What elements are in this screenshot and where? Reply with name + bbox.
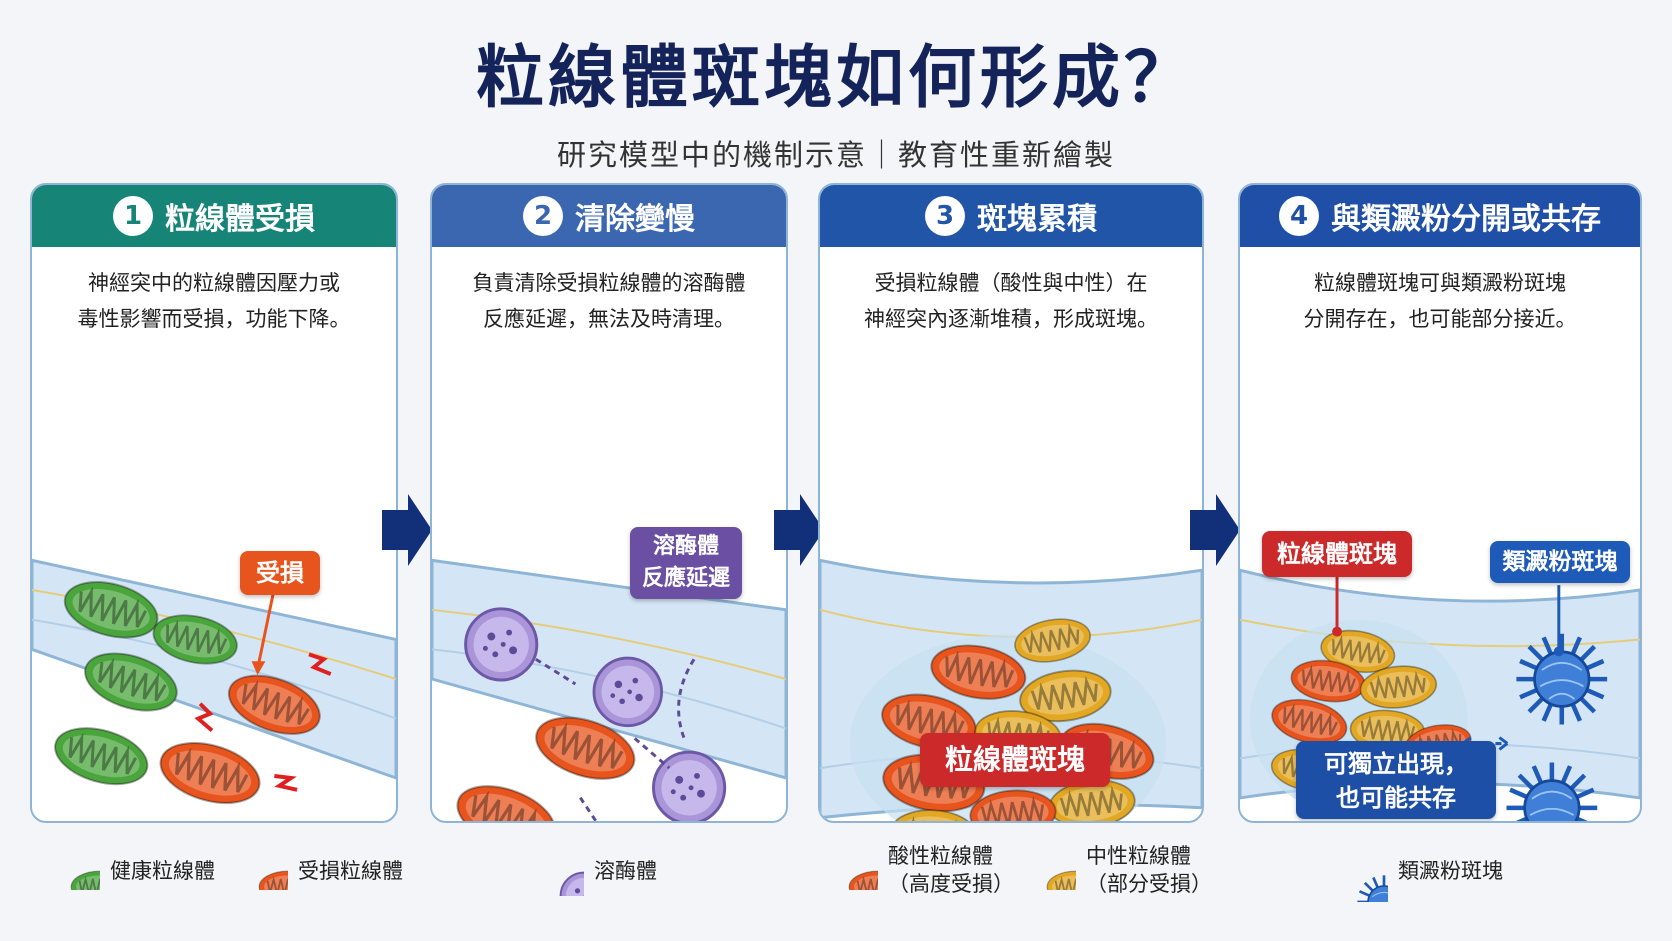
- lysosome-delay-line1: 溶酶體: [652, 534, 719, 559]
- panel-4-title: 與類澱粉分開或共存: [1331, 202, 1601, 237]
- panel-3-header: 3 斑塊累積: [820, 185, 1202, 247]
- panel-2-title: 清除變慢: [575, 202, 695, 237]
- mito-plaque-tag-2: 粒線體斑塊: [1262, 531, 1412, 577]
- amyloid-plaque-icon: [1316, 838, 1388, 902]
- page-title: 粒線體斑塊如何形成？: [475, 39, 1196, 118]
- panel-1-illustration: [32, 558, 396, 816]
- damage-spark-icon: [274, 774, 298, 792]
- legend-damaged: 受損粒線體: [228, 850, 403, 890]
- lysosome-icon: [532, 844, 584, 896]
- lysosome-delay-line2: 反應延遲: [641, 566, 730, 591]
- panel-1-header: 1 粒線體受損: [32, 185, 396, 247]
- damaged-mito-icon: [228, 850, 288, 890]
- legend-healthy: 健康粒線體: [40, 850, 215, 890]
- legend-acidic-line2: （高度受損）: [888, 872, 1014, 896]
- legend-lysosome-label: 溶酶體: [594, 859, 657, 883]
- amyloid-plaque-1: [1516, 634, 1607, 725]
- panel-2-desc-line2: 反應延遲，無法及時清理。: [483, 307, 735, 331]
- mito-plaque-tag: 粒線體斑塊: [920, 733, 1110, 787]
- neutral-mito-icon: [1016, 850, 1076, 890]
- amyloid-plaque-tag: 類澱粉斑塊: [1490, 541, 1630, 583]
- lysosome-delay-tag: 溶酶體 反應延遲: [630, 527, 742, 599]
- panel-1-title: 粒線體受損: [165, 202, 315, 237]
- legend-amyloid: 類澱粉斑塊: [1316, 838, 1503, 902]
- panel-3: 3 斑塊累積 受損粒線體（酸性與中性）在 神經突內逐漸堆積，形成斑塊。 粒線體斑…: [818, 183, 1204, 823]
- arrow-right-icon: [382, 494, 432, 566]
- legend-healthy-label: 健康粒線體: [110, 859, 215, 883]
- panel-4-header: 4 與類澱粉分開或共存: [1240, 185, 1640, 247]
- healthy-mito-4: [47, 716, 156, 796]
- panel-1-number: 1: [113, 196, 153, 236]
- panel-3-desc-line2: 神經突內逐漸堆積，形成斑塊。: [864, 307, 1158, 331]
- panel-4-number: 4: [1279, 196, 1319, 236]
- panel-4-desc-line1: 粒線體斑塊可與類澱粉斑塊: [1314, 271, 1566, 295]
- panel-1-description: 神經突中的粒線體因壓力或 毒性影響而受損，功能下降。: [32, 247, 396, 357]
- panel-4: 4 與類澱粉分開或共存 粒線體斑塊可與類澱粉斑塊 分開存在，也可能部分接近。 粒…: [1238, 183, 1642, 823]
- legend-damaged-label: 受損粒線體: [298, 859, 403, 883]
- healthy-mito-icon: [40, 850, 100, 890]
- panel-2-description: 負責清除受損粒線體的溶酶體 反應延遲，無法及時清理。: [432, 247, 786, 357]
- damaged-mito-b: [447, 772, 566, 821]
- legend-neutral: 中性粒線體 （部分受損）: [1016, 842, 1212, 898]
- legend-amyloid-label: 類澱粉斑塊: [1398, 859, 1503, 883]
- panel-3-description: 受損粒線體（酸性與中性）在 神經突內逐漸堆積，形成斑塊。: [820, 247, 1202, 357]
- arrow-right-icon: [1190, 494, 1240, 566]
- panel-2-header: 2 清除變慢: [432, 185, 786, 247]
- acidic-mito-icon: [818, 850, 878, 890]
- legend-acidic: 酸性粒線體 （高度受損）: [818, 842, 1014, 898]
- coexist-line2: 也可能共存: [1336, 784, 1456, 812]
- coexist-tag: 可獨立出現， 也可能共存: [1296, 741, 1496, 819]
- lysosome-2: [592, 656, 664, 728]
- page-subtitle: 研究模型中的機制示意｜教育性重新繪製: [556, 138, 1115, 172]
- damage-spark-icon: [308, 652, 332, 676]
- legend-acidic-line1: 酸性粒線體: [888, 844, 993, 868]
- panel-1-desc-line2: 毒性影響而受損，功能下降。: [77, 307, 351, 331]
- legend-neutral-line2: （部分受損）: [1086, 872, 1212, 896]
- panel-3-desc-line1: 受損粒線體（酸性與中性）在: [874, 271, 1148, 295]
- panel-4-description: 粒線體斑塊可與類澱粉斑塊 分開存在，也可能部分接近。: [1240, 247, 1640, 357]
- legend-lysosome: 溶酶體: [532, 844, 657, 896]
- coexist-line1: 可獨立出現，: [1324, 750, 1468, 778]
- arrow-right-icon: [774, 494, 824, 566]
- damage-tag: 受損: [240, 551, 320, 595]
- panel-2: 2 清除變慢 負責清除受損粒線體的溶酶體 反應延遲，無法及時清理。 溶酶體 反應…: [430, 183, 788, 823]
- panel-3-title: 斑塊累積: [977, 202, 1097, 237]
- damaged-mito-2: [151, 730, 269, 816]
- panel-2-number: 2: [523, 196, 563, 236]
- legend-neutral-line1: 中性粒線體: [1086, 844, 1191, 868]
- panel-3-number: 3: [925, 196, 965, 236]
- panel-4-desc-line2: 分開存在，也可能部分接近。: [1303, 307, 1577, 331]
- panel-1: 1 粒線體受損 神經突中的粒線體因壓力或 毒性影響而受損，功能下降。 受損: [30, 183, 398, 823]
- lysosome-1: [464, 607, 539, 682]
- damage-spark-icon: [194, 702, 214, 732]
- panel-1-desc-line1: 神經突中的粒線體因壓力或: [88, 271, 340, 295]
- panel-2-desc-line1: 負責清除受損粒線體的溶酶體: [472, 271, 746, 295]
